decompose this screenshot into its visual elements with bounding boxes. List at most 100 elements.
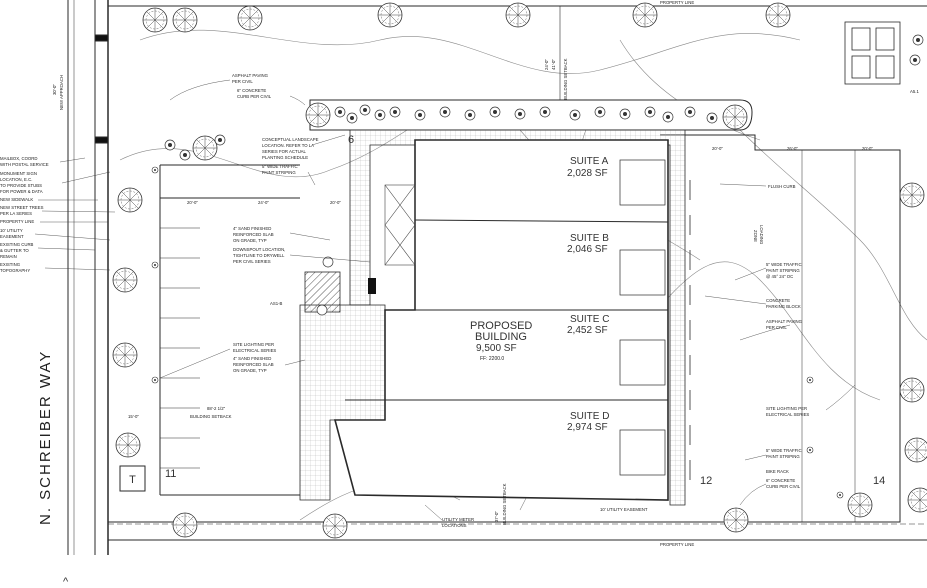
- svg-text:NEW SIDEWALK: NEW SIDEWALK: [0, 197, 33, 202]
- svg-text:PROPERTY LINE: PROPERTY LINE: [0, 219, 34, 224]
- svg-text:@ 45° 24" OC: @ 45° 24" OC: [766, 274, 793, 279]
- svg-text:CURB PER CIVIL: CURB PER CIVIL: [237, 94, 272, 99]
- building-setback-top-label: BUILDING SETBACK: [563, 58, 568, 100]
- svg-text:PER CIVIL: PER CIVIL: [766, 325, 787, 330]
- left-note-leaders: [34, 157, 116, 271]
- svg-text:EXISTING CURB: EXISTING CURB: [0, 242, 34, 247]
- svg-text:WITH POSTAL SERVICE: WITH POSTAL SERVICE: [0, 162, 49, 167]
- svg-text:ASPHALT PAVING: ASPHALT PAVING: [232, 73, 269, 78]
- svg-text:FLUSH CURB: FLUSH CURB: [768, 184, 796, 189]
- center-note-leaders: [159, 79, 443, 521]
- right-parking-striping: [689, 150, 856, 522]
- svg-text:26'-0": 26'-0": [787, 146, 798, 151]
- svg-text:PER LA SERIES: PER LA SERIES: [0, 211, 32, 216]
- svg-text:88'-2 1/2": 88'-2 1/2": [207, 406, 226, 411]
- suite-d-area: 2,974 SF: [567, 422, 608, 433]
- proposed-building: [333, 139, 669, 501]
- svg-text:BUILDING SETBACK: BUILDING SETBACK: [190, 414, 232, 419]
- svg-text:15'-0": 15'-0": [128, 414, 139, 419]
- building-title: PROPOSED BUILDING 9,500 SF FF: 2200.0: [470, 320, 532, 362]
- parking-count-top: 6: [348, 134, 354, 146]
- entry-plaza: [384, 184, 416, 266]
- svg-text:LOCATIONS: LOCATIONS: [442, 523, 467, 528]
- svg-text:REMAIN: REMAIN: [0, 254, 17, 259]
- svg-text:10' UTILITY EASEMENT: 10' UTILITY EASEMENT: [600, 507, 648, 512]
- svg-text:BIKE RACK: BIKE RACK: [766, 469, 789, 474]
- svg-text:6" CONCRETE: 6" CONCRETE: [237, 88, 266, 93]
- svg-text:PAINT STRIPING: PAINT STRIPING: [262, 170, 296, 175]
- svg-text:DOWNSPOUT LOCATION,: DOWNSPOUT LOCATION,: [233, 247, 285, 252]
- top-landscape-strip: [305, 99, 753, 131]
- suite-c-name: SUITE C: [570, 314, 609, 325]
- svg-text:20'-0": 20'-0": [187, 200, 198, 205]
- vertical-labels: NEW APPROACH 30'-0" BUILDING SETBACK 24'…: [52, 58, 568, 525]
- accessible-parking: [304, 256, 376, 316]
- svg-text:4" SAND FINISHED: 4" SAND FINISHED: [233, 356, 271, 361]
- svg-text:REINFORCED SLAB: REINFORCED SLAB: [233, 362, 274, 367]
- approach-dimension: 30'-0": [52, 84, 57, 95]
- parking-count-right-bottom: 12: [700, 475, 712, 487]
- new-approach-label: NEW APPROACH: [59, 75, 64, 110]
- svg-text:20'-0": 20'-0": [862, 146, 873, 151]
- bottom-setback-dimension: 37'-0": [494, 511, 499, 522]
- svg-text:CONCRETE: CONCRETE: [766, 298, 790, 303]
- suite-c-area: 2,452 SF: [567, 325, 608, 336]
- svg-text:LOCATION. REFER TO LA: LOCATION. REFER TO LA: [262, 143, 314, 148]
- sheet-reference: A5.1: [910, 89, 919, 94]
- svg-text:SITE LIGHTING PER: SITE LIGHTING PER: [766, 406, 807, 411]
- svg-text:MONUMENT SIGN: MONUMENT SIGN: [0, 171, 37, 176]
- svg-text:5" WIDE TRAFFIC: 5" WIDE TRAFFIC: [262, 164, 298, 169]
- svg-text:20'-0": 20'-0": [712, 146, 723, 151]
- svg-text:TOPOGRAPHY: TOPOGRAPHY: [0, 268, 30, 273]
- svg-text:ELECTRICAL SERIES: ELECTRICAL SERIES: [233, 348, 276, 353]
- street-name: N. SCHREIBER WAY: [37, 350, 54, 525]
- north-arrow-icon: ^: [63, 576, 69, 588]
- finish-floor: FF: 2200.0: [480, 356, 504, 362]
- svg-text:PAINT STRIPING: PAINT STRIPING: [766, 268, 800, 273]
- center-notes: ASPHALT PAVING PER CIVIL 6" CONCRETE CUR…: [128, 73, 474, 528]
- trash-enclosure: [844, 21, 901, 85]
- svg-text:LOADING: LOADING: [759, 225, 764, 245]
- svg-text:SERIES FOR ACTUAL: SERIES FOR ACTUAL: [262, 149, 307, 154]
- svg-text:4" SAND FINISHED: 4" SAND FINISHED: [233, 226, 271, 231]
- parking-count-far-right: 14: [873, 475, 885, 487]
- svg-text:CONCEPTUAL LANDSCAPE: CONCEPTUAL LANDSCAPE: [262, 137, 319, 142]
- svg-text:PER CIVIL: PER CIVIL: [232, 79, 253, 84]
- svg-text:TIGHTLINE TO DRYWELL: TIGHTLINE TO DRYWELL: [233, 253, 285, 258]
- svg-text:ON GRADE, TYP: ON GRADE, TYP: [233, 238, 267, 243]
- svg-text:24'-0": 24'-0": [258, 200, 269, 205]
- paved-walkway: [299, 129, 686, 506]
- suite-d-name: SUITE D: [570, 411, 609, 422]
- svg-text:FOR POWER & DATA: FOR POWER & DATA: [0, 189, 43, 194]
- svg-text:& GUTTER TO: & GUTTER TO: [0, 248, 29, 253]
- svg-text:NEW STREET TREES: NEW STREET TREES: [0, 205, 44, 210]
- svg-text:5" WIDE TRAFFIC: 5" WIDE TRAFFIC: [766, 448, 802, 453]
- svg-text:6" CONCRETE: 6" CONCRETE: [766, 478, 795, 483]
- svg-text:10' UTILITY: 10' UTILITY: [0, 228, 23, 233]
- svg-text:ON GRADE, TYP: ON GRADE, TYP: [233, 368, 267, 373]
- svg-text:PARKING BLOCK: PARKING BLOCK: [766, 304, 801, 309]
- setback-dimension-2: 41'-0": [551, 59, 556, 70]
- right-notes: FLUSH CURB LOADING ZONE 5" WIDE TRAFFIC …: [600, 146, 873, 512]
- svg-text:LOCATION, E.C.: LOCATION, E.C.: [0, 177, 32, 182]
- property-line-bottom-label: PROPERTY LINE: [660, 542, 694, 547]
- left-notes: MAILBOX, COORD WITH POSTAL SERVICE MONUM…: [0, 156, 49, 273]
- svg-text:REINFORCED SLAB: REINFORCED SLAB: [233, 232, 274, 237]
- right-note-leaders: [704, 183, 856, 506]
- svg-text:SITE LIGHTING PER: SITE LIGHTING PER: [233, 342, 274, 347]
- svg-text:T: T: [129, 474, 136, 486]
- svg-text:EASEMENT: EASEMENT: [0, 234, 24, 239]
- building-title-line2: BUILDING: [475, 331, 527, 343]
- setback-dimension-1: 24'-0": [544, 59, 549, 70]
- svg-text:ZONE: ZONE: [753, 230, 758, 242]
- svg-text:PER CIVIL SERIES: PER CIVIL SERIES: [233, 259, 271, 264]
- svg-text:AS1-B: AS1-B: [270, 301, 283, 306]
- suite-labels: SUITE A 2,028 SF SUITE B 2,046 SF SUITE …: [567, 156, 609, 433]
- svg-text:5" WIDE TRAFFIC: 5" WIDE TRAFFIC: [766, 262, 802, 267]
- suite-a-area: 2,028 SF: [567, 168, 608, 179]
- svg-text:MAILBOX, COORD: MAILBOX, COORD: [0, 156, 38, 161]
- svg-text:CURB PER CIVIL: CURB PER CIVIL: [766, 484, 801, 489]
- svg-text:EXISTING: EXISTING: [0, 262, 21, 267]
- suite-b-area: 2,046 SF: [567, 244, 608, 255]
